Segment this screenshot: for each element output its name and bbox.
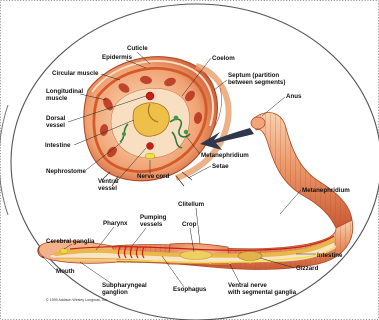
label-longitudinal-muscle-1: Longitudinal xyxy=(46,88,83,95)
label-circular-muscle: Circular muscle xyxy=(52,70,99,77)
label-metanephridium-right: Metanephridium xyxy=(302,187,350,194)
cross-section-nerve-cord xyxy=(145,153,155,159)
label-esophagus: Esophagus xyxy=(173,286,207,293)
cerebral-ganglia-organ xyxy=(60,248,68,253)
copyright-note: © 1999 Addison Wesley Longman, Inc. xyxy=(46,298,108,302)
label-ventral-nerve-2: with segmental ganglia xyxy=(227,289,297,296)
label-pharynx: Pharynx xyxy=(103,220,128,227)
label-pumping-vessels-1: Pumping xyxy=(140,214,167,221)
label-epidermis: Epidermis xyxy=(102,54,132,61)
cross-section-intestine xyxy=(133,103,169,137)
label-ventral-vessel-2: vessel xyxy=(98,185,117,192)
label-longitudinal-muscle-2: muscle xyxy=(46,95,68,102)
label-dorsal-vessel-2: vessel xyxy=(46,122,65,129)
label-metanephridium-top: Metanephridium xyxy=(201,152,249,159)
label-cuticle: Cuticle xyxy=(127,45,148,52)
label-nephrostome: Nephrostome xyxy=(46,168,86,175)
label-nerve-cord: Nerve cord xyxy=(137,173,170,180)
label-septum-2: between segments) xyxy=(228,79,285,86)
label-ventral-vessel-1: Ventral xyxy=(98,178,119,185)
label-dorsal-vessel-1: Dorsal xyxy=(46,115,66,122)
cross-section-dorsal-vessel xyxy=(146,92,154,100)
label-pumping-vessels-2: vessels xyxy=(140,221,163,228)
label-gizzard: Gizzard xyxy=(296,265,319,272)
worm-tail-tip xyxy=(251,117,265,129)
gizzard-organ xyxy=(238,252,262,261)
label-intestine-right: Intestine xyxy=(317,252,343,259)
label-ventral-nerve-1: Ventral nerve xyxy=(228,282,267,289)
label-subpharyngeal-2: ganglion xyxy=(102,289,128,296)
cross-section-ventral-vessel xyxy=(147,143,154,150)
label-setae: Setae xyxy=(212,163,229,170)
crop-organ xyxy=(180,251,212,260)
label-septum-1: Septum (partition xyxy=(228,72,279,79)
label-coelom: Coelom xyxy=(212,55,235,62)
label-clitellum: Clitellum xyxy=(178,201,205,208)
label-subpharyngeal-1: Subpharyngeal xyxy=(102,282,147,289)
left-decorative-arc xyxy=(0,105,8,215)
label-intestine-top: Intestine xyxy=(45,142,71,149)
label-crop: Crop xyxy=(182,221,197,228)
label-cerebral-ganglia: Cerebral ganglia xyxy=(46,238,95,245)
label-anus: Anus xyxy=(286,93,302,100)
label-mouth: Mouth xyxy=(56,268,75,275)
